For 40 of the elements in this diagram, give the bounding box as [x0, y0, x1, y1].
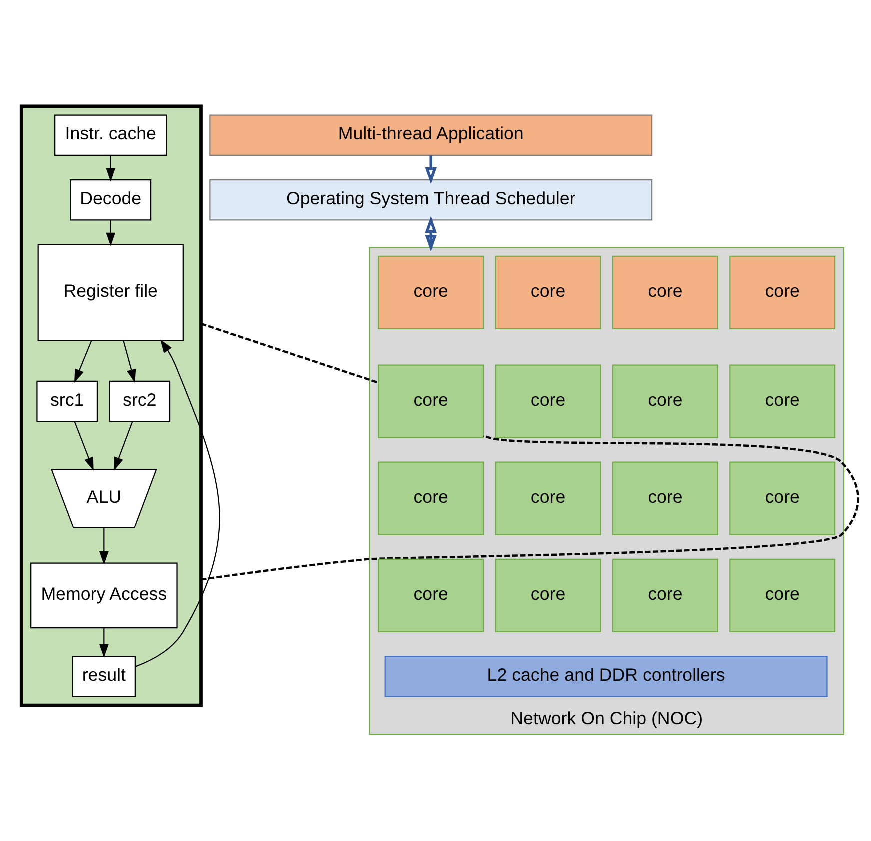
arrow [425, 216, 437, 252]
connector [201, 434, 860, 581]
arrow [106, 156, 116, 182]
arrow [74, 422, 94, 471]
node-box: core [612, 558, 718, 632]
node-box: src1 [36, 380, 98, 422]
node-box: core [378, 558, 484, 632]
arrow [114, 422, 134, 471]
arrow [106, 220, 116, 246]
node-box: core [495, 364, 602, 438]
node-box: core [612, 364, 718, 438]
node-box: core [495, 462, 602, 536]
arrow [123, 340, 136, 383]
node-box: Register file [38, 244, 184, 342]
arrow [74, 340, 92, 383]
node-box: Operating System Thread Scheduler [210, 179, 653, 221]
node-box: L2 cache and DDR controllers [384, 656, 828, 698]
node-box: Decode [70, 179, 152, 221]
node-box: core [378, 462, 484, 536]
node-box: core [612, 462, 718, 536]
node-box: core [378, 256, 484, 330]
node-box: core [730, 364, 836, 438]
node-box: Instr. cache [54, 114, 168, 156]
node-box: core [495, 256, 602, 330]
node-box: core [730, 256, 836, 330]
arrow [136, 340, 220, 668]
node-box: core [495, 558, 602, 632]
node-box: Multi-thread Application [210, 114, 653, 156]
arrow [425, 156, 437, 184]
node-box: core [612, 256, 718, 330]
connector [200, 322, 379, 384]
arrow [99, 628, 109, 658]
node-box: src2 [109, 380, 171, 422]
node-box: result [72, 656, 136, 698]
arrow [99, 528, 109, 565]
node-box: core [730, 462, 836, 536]
cluster [20, 104, 203, 708]
node-box: Memory Access [30, 562, 178, 629]
node-box: core [730, 558, 836, 632]
node-box: core [378, 364, 484, 438]
